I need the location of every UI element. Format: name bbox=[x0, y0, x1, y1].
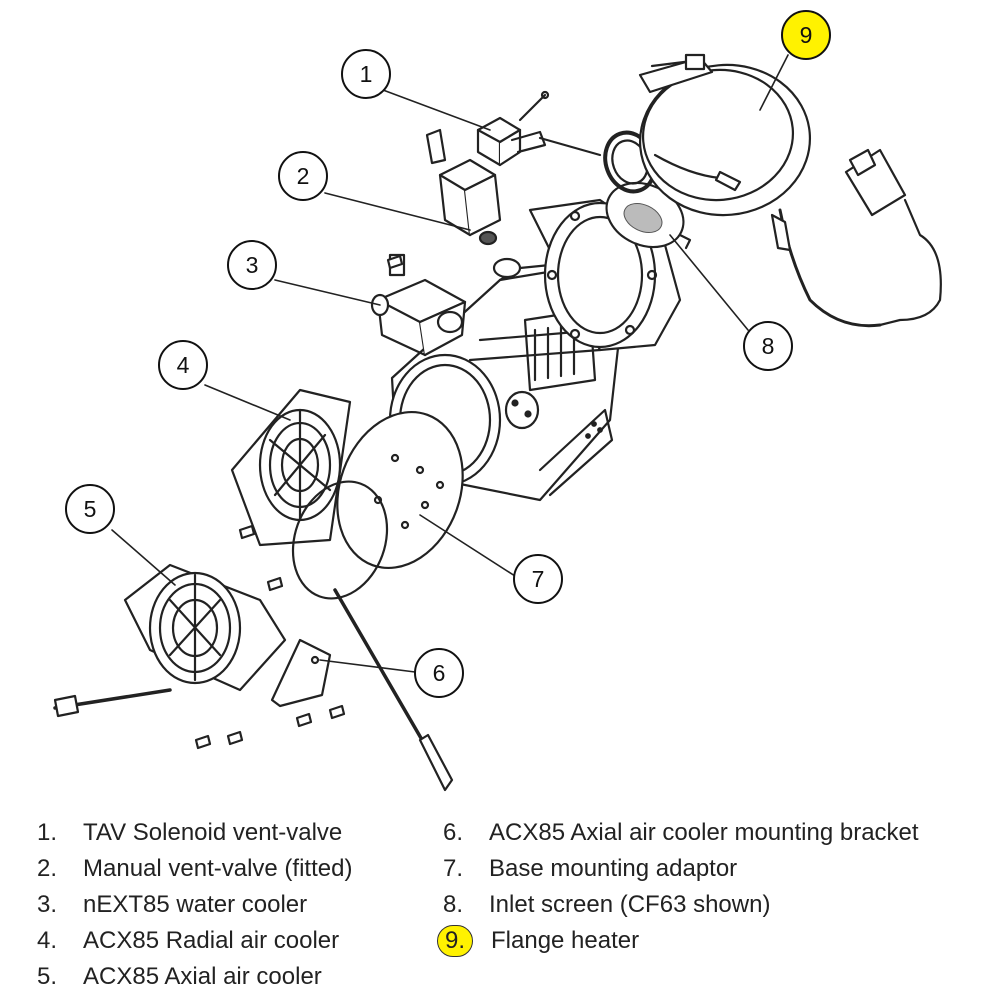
callout-3 bbox=[227, 240, 277, 290]
legend-text: TAV Solenoid vent-valve bbox=[83, 819, 343, 846]
callout-8-label: 8 bbox=[762, 333, 775, 359]
legend-number: 7. bbox=[443, 855, 464, 882]
legend-text: ACX85 Axial air cooler bbox=[83, 963, 322, 990]
radial-air-cooler bbox=[230, 388, 352, 547]
legend-text: ACX85 Radial air cooler bbox=[83, 927, 340, 954]
callout-8 bbox=[743, 321, 793, 371]
callout-7-label: 7 bbox=[532, 566, 545, 592]
callout-3-label: 3 bbox=[246, 252, 259, 278]
callout-5 bbox=[65, 484, 115, 534]
axial-air-cooler bbox=[53, 563, 287, 718]
callout-5-label: 5 bbox=[84, 496, 97, 522]
legend-item: 5. ACX85 Axial air cooler bbox=[37, 959, 352, 995]
callout-9-label: 9 bbox=[800, 22, 813, 48]
legend-number: 8. bbox=[443, 891, 464, 918]
legend-text: Manual vent-valve (fitted) bbox=[83, 855, 353, 882]
legend-item-highlighted: 9. Flange heater bbox=[437, 923, 919, 959]
legend-number: 3. bbox=[37, 891, 58, 918]
legend-number: 6. bbox=[443, 819, 464, 846]
leader-lines bbox=[111, 54, 789, 673]
manual-vent-valve bbox=[438, 158, 502, 246]
legend-text: Base mounting adaptor bbox=[489, 855, 738, 882]
callout-4-label: 4 bbox=[177, 352, 190, 378]
screws bbox=[194, 254, 404, 750]
callout-9 bbox=[781, 10, 831, 60]
legend-item: 3. nEXT85 water cooler bbox=[37, 887, 352, 923]
legend-column-right: 6. ACX85 Axial air cooler mounting bracke… bbox=[437, 815, 919, 959]
callout-1 bbox=[341, 49, 391, 99]
legend-column-left: 1. TAV Solenoid vent-valve 2. Manual vent-… bbox=[37, 815, 352, 995]
legend-number-highlighted: 9. bbox=[437, 925, 473, 957]
legend-text: ACX85 Axial air cooler mounting bracket bbox=[489, 819, 919, 846]
legend-number: 5. bbox=[37, 963, 58, 990]
legend-number: 1. bbox=[37, 819, 58, 846]
legend-text: Flange heater bbox=[491, 927, 640, 954]
base-mounting-adaptor bbox=[291, 410, 464, 600]
legend-item: 2. Manual vent-valve (fitted) bbox=[37, 851, 352, 887]
legend-item: 4. ACX85 Radial air cooler bbox=[37, 923, 352, 959]
legend-item: 1. TAV Solenoid vent-valve bbox=[37, 815, 352, 851]
callout-1-label: 1 bbox=[360, 61, 373, 87]
inlet-screen bbox=[605, 181, 692, 250]
legend-number: 2. bbox=[37, 855, 58, 882]
legend-text: Inlet screen (CF63 shown) bbox=[489, 891, 771, 918]
callout-4 bbox=[158, 340, 208, 390]
callout-2 bbox=[278, 151, 328, 201]
flange-heater bbox=[638, 53, 942, 328]
legend-item: 6. ACX85 Axial air cooler mounting bracke… bbox=[443, 815, 919, 851]
callout-7 bbox=[513, 554, 563, 604]
legend-text: nEXT85 water cooler bbox=[83, 891, 308, 918]
legend-item: 7. Base mounting adaptor bbox=[443, 851, 919, 887]
callout-6-label: 6 bbox=[433, 660, 446, 686]
callout-6 bbox=[414, 648, 464, 698]
legend-number: 4. bbox=[37, 927, 58, 954]
water-cooler bbox=[370, 253, 467, 357]
legend-item: 8. Inlet screen (CF63 shown) bbox=[443, 887, 919, 923]
exploded-parts-diagram: 1 2 3 4 5 6 7 8 9 bbox=[53, 10, 942, 792]
solenoid-vent-valve bbox=[425, 90, 602, 167]
callout-2-label: 2 bbox=[297, 163, 310, 189]
